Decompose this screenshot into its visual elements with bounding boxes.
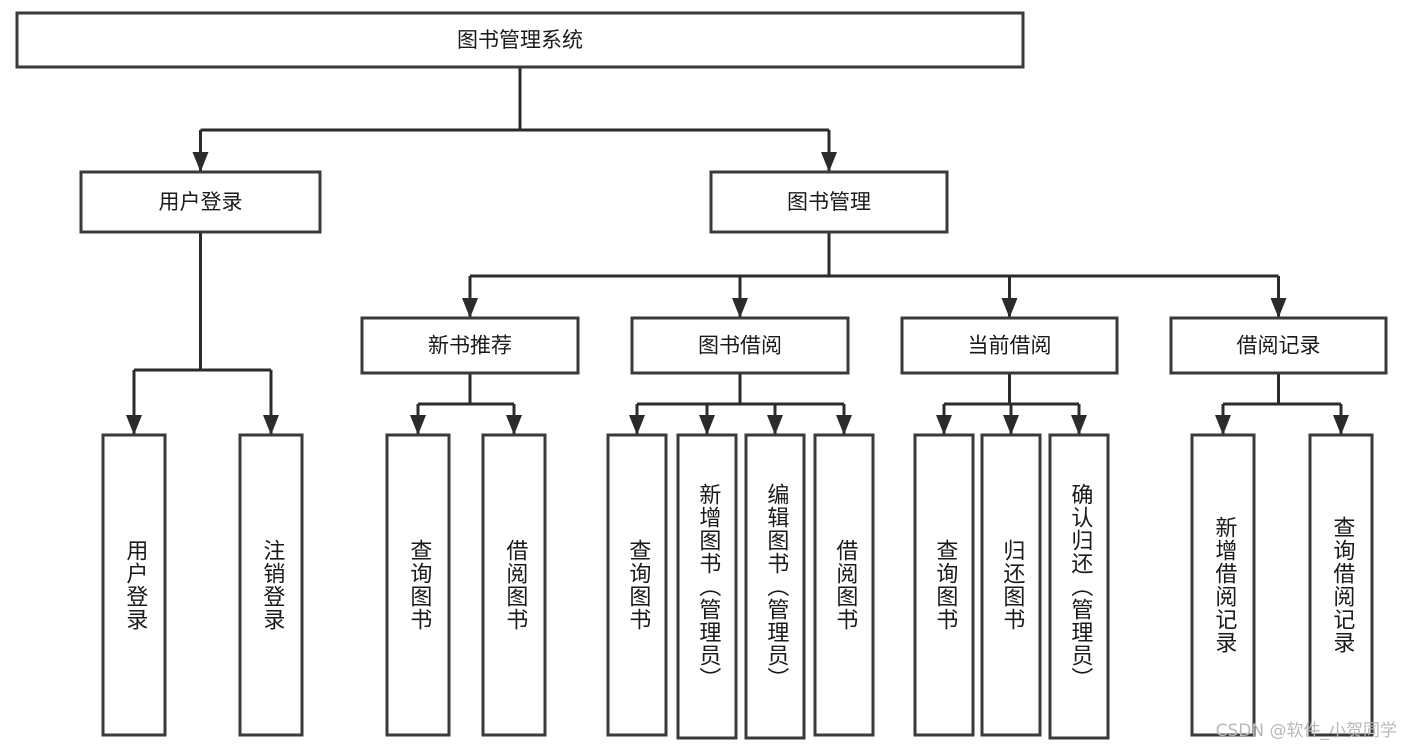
arrow-head-icon [410, 415, 426, 435]
node-box-leaf-query-book-2[interactable] [606, 433, 668, 737]
node-box-new-book-recommend[interactable] [360, 316, 580, 375]
node-box-book-management[interactable] [709, 170, 949, 234]
arrow-head-icon [936, 415, 952, 435]
node-box-leaf-add-borrow-record[interactable] [1190, 433, 1256, 737]
arrow-head-icon [462, 298, 478, 318]
arrow-head-icon [1003, 415, 1019, 435]
connectors-layer [126, 67, 1349, 435]
node-label-book-management: 图书管理 [787, 190, 871, 214]
arrow-head-icon [1270, 298, 1287, 318]
arrow-head-icon [836, 415, 852, 435]
node-box-user-login[interactable] [79, 170, 322, 234]
node-box-current-borrow[interactable] [900, 316, 1119, 375]
arrow-head-icon [821, 152, 837, 172]
arrow-head-icon [506, 415, 522, 435]
node-box-leaf-borrow-book-2[interactable] [813, 433, 875, 737]
node-label-current-borrow: 当前借阅 [968, 334, 1052, 358]
arrow-head-icon [126, 415, 142, 435]
node-box-leaf-user-login[interactable] [101, 433, 167, 737]
arrow-head-icon [699, 415, 715, 435]
node-label-root: 图书管理系统 [457, 28, 583, 52]
node-box-leaf-add-book-admin[interactable] [676, 433, 738, 740]
watermark-text: CSDN @软件_小贺同学 [1215, 721, 1397, 741]
node-box-leaf-logout[interactable] [238, 433, 304, 737]
node-box-leaf-query-book-3[interactable] [913, 433, 975, 737]
node-box-leaf-edit-book-admin[interactable] [744, 433, 806, 740]
boxes-layer [15, 11, 1388, 740]
arrow-head-icon [732, 298, 748, 318]
arrow-head-icon [1001, 298, 1018, 318]
arrow-head-icon [1071, 415, 1087, 435]
arrow-head-icon [629, 415, 645, 435]
node-label-user-login: 用户登录 [159, 190, 243, 214]
arrow-head-icon [1333, 415, 1349, 435]
node-label-new-book-recommend: 新书推荐 [428, 334, 512, 358]
arrow-head-icon [263, 415, 279, 435]
node-box-leaf-query-book-1[interactable] [385, 433, 451, 737]
node-box-book-borrow[interactable] [630, 316, 850, 375]
arrow-head-icon [1215, 415, 1231, 435]
node-box-leaf-confirm-return-admin[interactable] [1048, 433, 1110, 740]
node-box-leaf-return-book[interactable] [980, 433, 1042, 737]
node-box-leaf-query-borrow-record[interactable] [1308, 433, 1374, 737]
node-box-leaf-borrow-book-1[interactable] [481, 433, 547, 737]
node-label-borrow-record: 借阅记录 [1237, 334, 1321, 358]
arrow-head-icon [192, 152, 209, 172]
node-label-book-borrow: 图书借阅 [698, 334, 782, 358]
arrow-head-icon [767, 415, 783, 435]
node-box-root[interactable] [15, 11, 1025, 69]
node-box-borrow-record[interactable] [1169, 316, 1388, 375]
